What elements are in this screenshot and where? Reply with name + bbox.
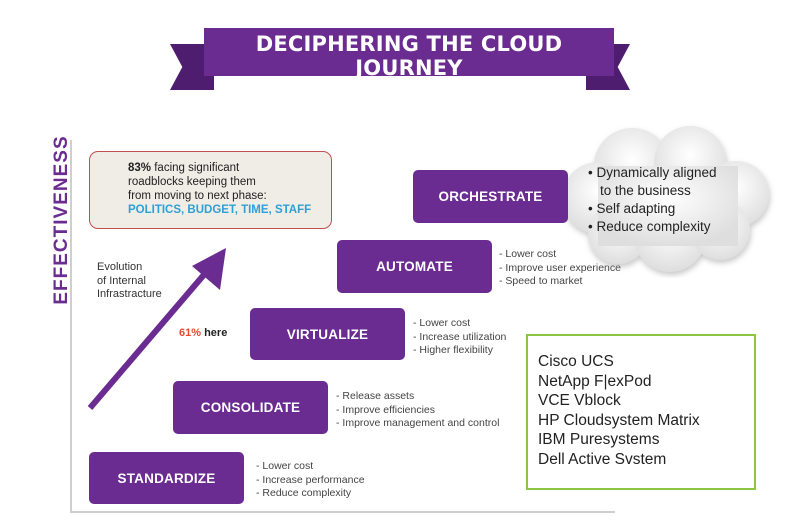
step-automate: AUTOMATE xyxy=(337,240,492,293)
bullet: - Improve efficiencies xyxy=(336,403,436,416)
vendor-item: VCE Vblock xyxy=(538,392,621,409)
bullet: - Release assets xyxy=(336,390,415,402)
bullet: - Increase performance xyxy=(256,473,365,486)
cloud-item: • Self adapting xyxy=(588,201,676,216)
callout-line-2: roadblocks keeping them xyxy=(128,176,256,188)
current-text: here xyxy=(201,327,228,339)
bullet: - Increase utilization xyxy=(413,330,507,343)
vendor-item: NetApp F|exPod xyxy=(538,372,652,390)
evolution-line-2: of Internal xyxy=(97,274,146,287)
title-ribbon: DECIPHERING THE CLOUD JOURNEY AN AGILE, … xyxy=(204,28,614,95)
evolution-label: Evolution of Internal Infrastracture xyxy=(97,261,162,302)
bullet: - Lower cost xyxy=(413,317,471,329)
cloud-item: • Dynamically aligned xyxy=(588,165,717,180)
consolidate-bullets: - Release assets - Improve efficiencies … xyxy=(336,390,499,431)
bullet: - Improve user experience xyxy=(499,261,621,274)
evolution-line-3: Infrastracture xyxy=(97,288,162,300)
step-consolidate: CONSOLIDATE xyxy=(173,381,328,434)
callout-line-1-text: facing significant xyxy=(151,162,240,174)
virtualize-bullets: - Lower cost - Increase utilization - Hi… xyxy=(413,317,506,358)
bullet: - Reduce complexity xyxy=(256,487,352,500)
cloud-icon xyxy=(562,126,769,272)
cloud-benefits-list: • Dynamically aligned to the business • … xyxy=(588,164,717,236)
standardize-bullets: - Lower cost - Increase performance - Re… xyxy=(256,460,365,501)
vendor-item: Dell Active Svstem xyxy=(538,450,667,468)
vendor-item: IBM Puresystems xyxy=(538,431,660,448)
y-axis-label: EFFECTIVENESS xyxy=(51,135,72,305)
cloud-item: • Reduce complexity xyxy=(588,219,711,234)
callout-line-3: from moving to next phase: xyxy=(128,190,267,202)
vendor-list-box: Cisco UCS NetApp F|exPod VCE Vblock HP C… xyxy=(526,334,756,490)
step-virtualize: VIRTUALIZE xyxy=(250,308,405,360)
current-position-label: 61% here xyxy=(179,327,227,339)
page-subtitle: AN AGILE, AUTOMATED, ADAPTABLE INFRASTRU… xyxy=(253,83,565,95)
vendor-item: HP Cloudsystem Matrix xyxy=(538,411,700,429)
automate-bullets: - Lower cost - Improve user experience -… xyxy=(499,248,621,289)
callout-roadblocks: POLITICS, BUDGET, TIME, STAFF xyxy=(128,204,312,216)
bullet: - Higher flexibility xyxy=(413,344,493,357)
x-axis-line xyxy=(70,511,615,513)
vendor-item: Cisco UCS xyxy=(538,353,614,370)
evolution-line-1: Evolution xyxy=(97,261,143,273)
callout-line-1: 83% facing significant xyxy=(128,161,321,175)
step-orchestrate: ORCHESTRATE xyxy=(413,170,568,223)
y-axis-line xyxy=(70,140,72,512)
evolution-arrow-icon xyxy=(87,248,226,410)
bullet: - Lower cost xyxy=(499,248,557,260)
cloud-item: to the business xyxy=(600,183,691,198)
current-stat: 61% xyxy=(179,327,202,339)
bullet: - Improve management and control xyxy=(336,417,500,430)
bullet: - Lower cost xyxy=(256,460,314,472)
page-title: DECIPHERING THE CLOUD JOURNEY xyxy=(255,32,563,80)
bullet: - Speed to market xyxy=(499,275,583,288)
step-standardize: STANDARDIZE xyxy=(89,452,244,504)
roadblocks-callout: 83% facing significant roadblocks keepin… xyxy=(89,151,332,229)
callout-stat: 83% xyxy=(128,162,152,174)
